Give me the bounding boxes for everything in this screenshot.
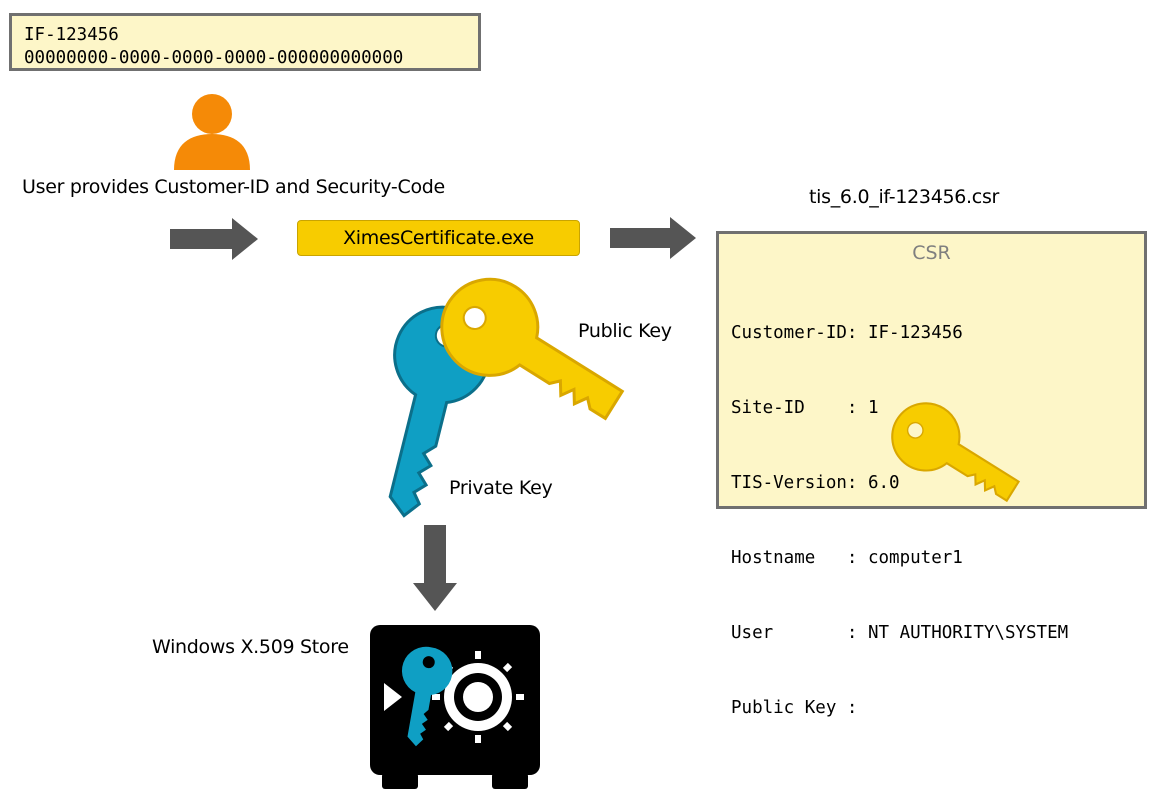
customer-id-text: IF-123456	[24, 25, 119, 45]
arrow-right-icon	[610, 217, 696, 259]
arrow-right-icon	[170, 218, 258, 260]
executable-box[interactable]: XimesCertificate.exe	[297, 220, 580, 256]
csr-field: Public Key :	[731, 698, 858, 718]
user-caption: User provides Customer-ID and Security-C…	[22, 176, 445, 198]
csr-box: CSR Customer-ID: IF-123456 Site-ID : 1 T…	[716, 231, 1147, 718]
arrow-down-icon	[413, 525, 457, 611]
csr-filename: tis_6.0_if-123456.csr	[809, 186, 1000, 208]
public-key-label: Public Key	[578, 320, 672, 342]
public-key-icon	[440, 277, 625, 421]
safe-icon	[370, 625, 540, 789]
credentials-box: IF-123456 00000000-0000-0000-0000-000000…	[9, 13, 481, 71]
csr-field: Hostname : computer1	[731, 548, 963, 568]
private-key-label: Private Key	[449, 477, 553, 499]
csr-field: User : NT AUTHORITY\SYSTEM	[731, 623, 1069, 643]
csr-fields: Customer-ID: IF-123456 Site-ID : 1 TIS-V…	[731, 271, 1068, 771]
public-key-icon	[891, 402, 1021, 503]
store-label: Windows X.509 Store	[152, 636, 349, 658]
csr-title: CSR	[912, 242, 951, 264]
csr-field: Site-ID : 1	[731, 398, 879, 418]
security-code-text: 00000000-0000-0000-0000-000000000000	[24, 48, 404, 68]
user-icon	[174, 94, 250, 170]
csr-field: TIS-Version: 6.0	[731, 473, 900, 493]
csr-field: Customer-ID: IF-123456	[731, 323, 963, 343]
